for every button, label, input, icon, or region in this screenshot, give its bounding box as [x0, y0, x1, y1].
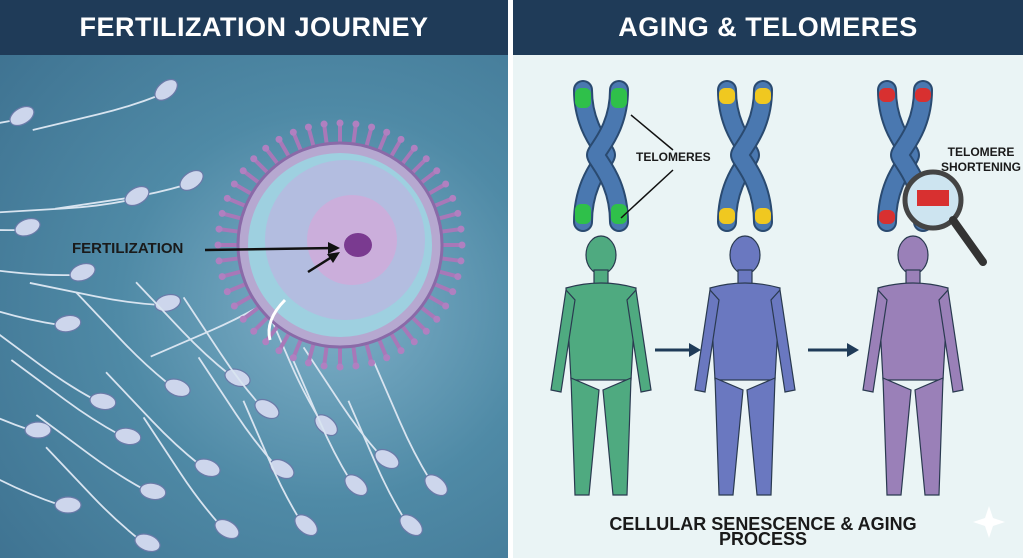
sperm-cell	[32, 78, 178, 131]
telomere	[915, 88, 931, 102]
chromosome	[573, 80, 629, 232]
sperm-cell	[35, 414, 167, 501]
sperm-cell	[302, 346, 400, 470]
telomere	[575, 88, 591, 108]
sperm-cell	[105, 371, 221, 478]
aging-panel: AGING & TELOMERES TELOMERES TELOMERE SHO…	[513, 0, 1023, 558]
sperm-cell	[0, 290, 82, 333]
egg-cell	[214, 119, 466, 371]
sperm-cell	[242, 400, 318, 537]
corona-radiata	[214, 119, 466, 371]
aging-title: AGING & TELOMERES	[513, 0, 1023, 55]
chromosomes	[573, 80, 933, 232]
telomere	[879, 210, 895, 224]
nucleus	[344, 233, 372, 257]
sperm-cell	[29, 282, 182, 312]
fertilization-arrow	[204, 246, 336, 252]
telomere	[611, 88, 627, 108]
sperm-cell	[0, 478, 82, 514]
telomere	[755, 208, 771, 224]
sperm-cell	[0, 217, 41, 237]
fertilization-title: FERTILIZATION JOURNEY	[0, 0, 508, 55]
telomeres-label: TELOMERES	[636, 150, 711, 164]
sperm-cell	[0, 185, 150, 214]
fertilization-panel: FERTILIZATION JOURNEY FERTILIZATION	[0, 0, 508, 558]
sperm-cell	[55, 169, 204, 210]
caption: CELLULAR SENESCENCE & AGING PROCESS	[609, 514, 917, 549]
human-figures	[550, 235, 964, 496]
telomere	[719, 88, 735, 104]
sperm-cell	[0, 417, 52, 439]
chromosome	[717, 80, 773, 232]
human-figure	[694, 235, 796, 496]
human-figure	[862, 235, 964, 496]
aging-illustration	[550, 80, 1005, 538]
magnifying-glass-icon	[902, 169, 987, 266]
sperm-cell	[10, 359, 142, 446]
telomere	[719, 208, 735, 224]
sperm-cell	[292, 360, 368, 497]
fertilization-illustration	[0, 78, 466, 553]
progress-arrow-2	[808, 343, 859, 357]
sperm-cell	[0, 262, 96, 282]
sperm-cells	[0, 78, 448, 553]
fertilization-label: FERTILIZATION	[72, 240, 184, 257]
sperm-cell	[142, 416, 240, 540]
sperm-cell	[0, 324, 117, 411]
telomere	[879, 88, 895, 102]
sperm-cell	[45, 446, 161, 553]
progress-arrow-1	[655, 343, 701, 357]
telomere	[611, 204, 627, 224]
telomere-shortening-label: TELOMERE SHORTENING	[941, 145, 1022, 174]
sparkle-icon	[973, 506, 1005, 538]
sperm-cell	[0, 105, 35, 134]
telomere	[575, 204, 591, 224]
telomere	[755, 88, 771, 104]
sperm-cell	[372, 360, 448, 497]
sperm-cell	[182, 296, 280, 420]
sperm-cell	[347, 400, 423, 537]
human-figure	[550, 235, 652, 496]
sperm-cell	[75, 291, 191, 398]
